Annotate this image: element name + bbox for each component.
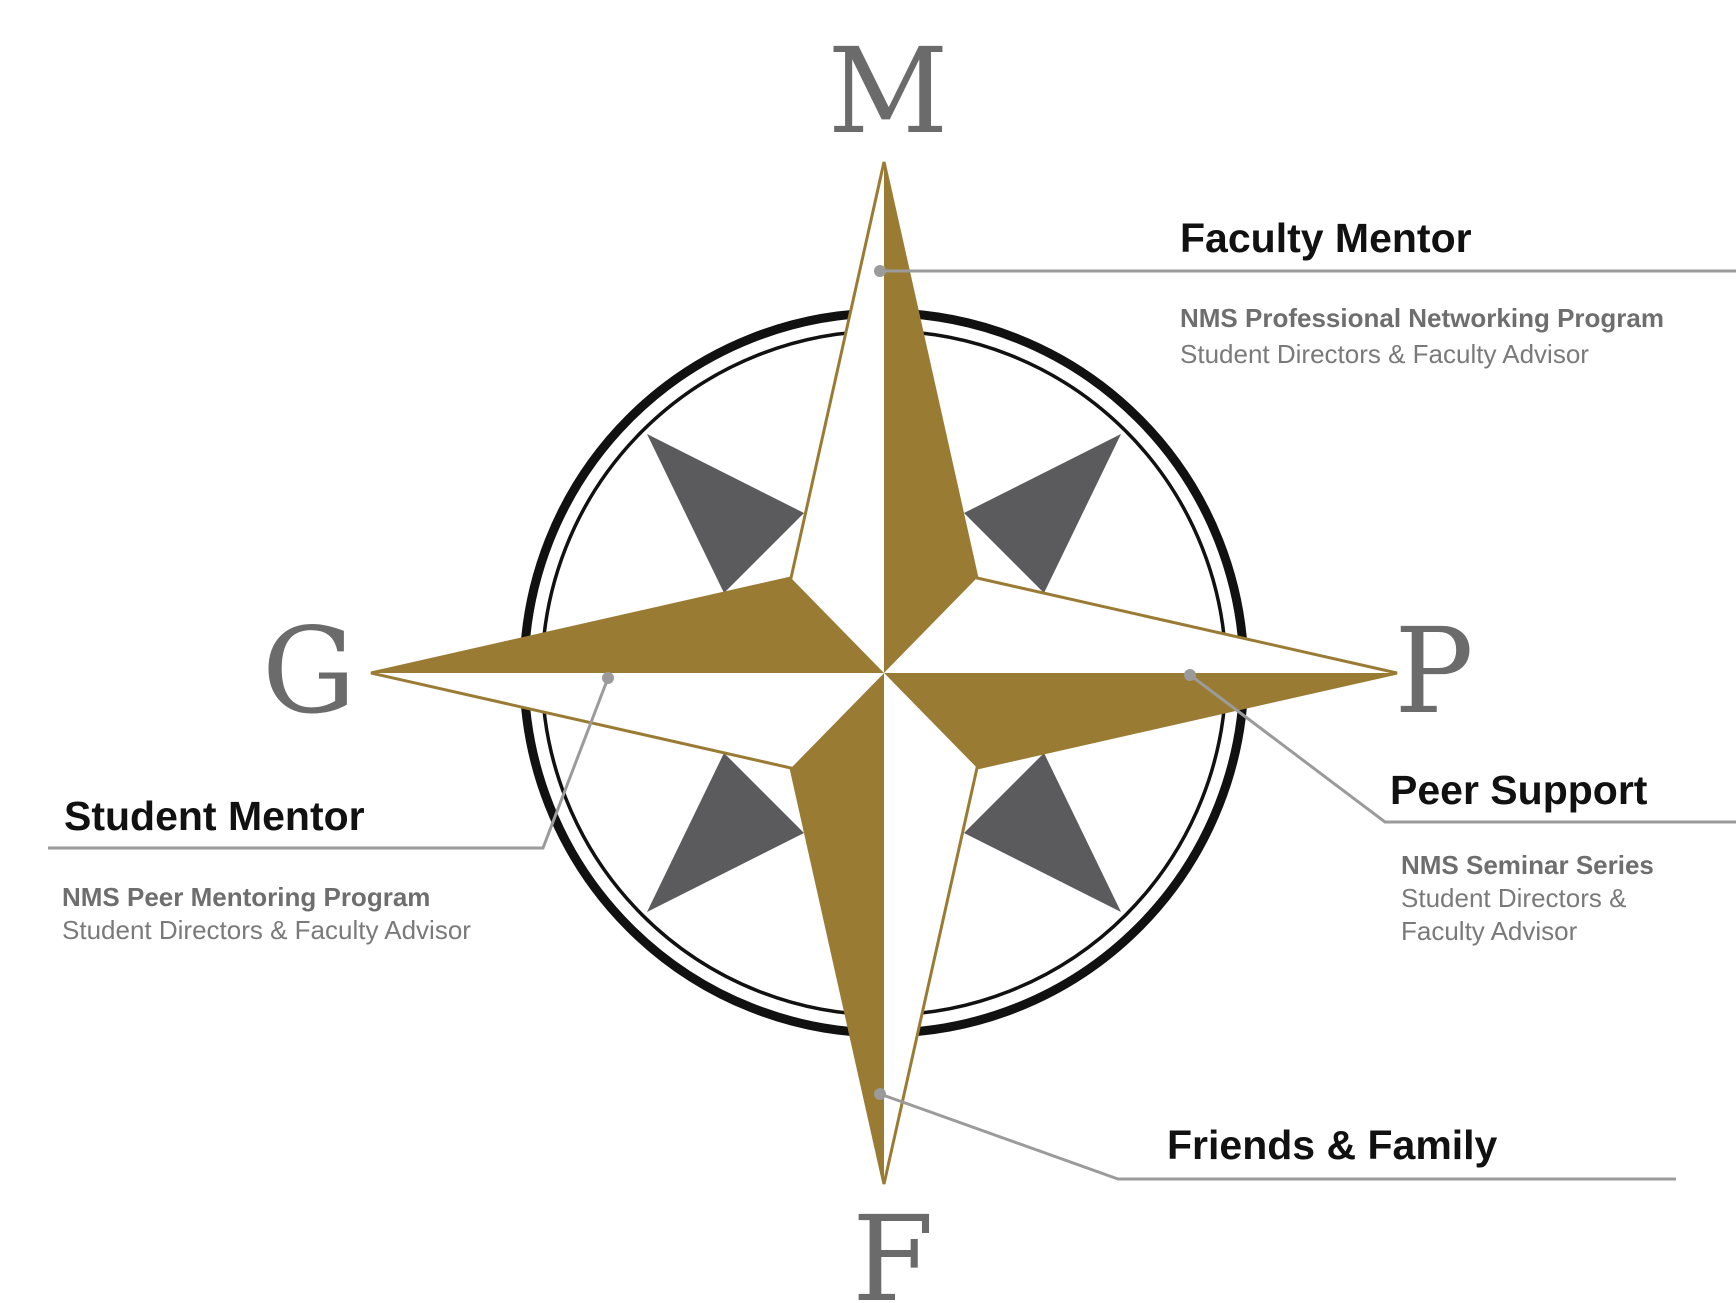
compass-letter-f: F xyxy=(852,1190,934,1303)
peer-support-subtitle-line2: Faculty Advisor xyxy=(1401,916,1578,946)
faculty-mentor-title: Faculty Mentor xyxy=(1180,215,1472,261)
peer-support-anchor-dot xyxy=(1184,669,1196,681)
compass-point-north-white xyxy=(791,162,884,673)
compass-point-east-white xyxy=(884,578,1397,673)
student-mentor-leader-line xyxy=(48,677,610,850)
compass-point-east-gold xyxy=(884,673,1397,768)
peer-support-program: NMS Seminar Series xyxy=(1401,850,1654,880)
peer-support-leader-line xyxy=(1189,673,1736,824)
friends-family-leader-line xyxy=(879,1092,1676,1181)
compass-point-nw xyxy=(647,434,804,593)
compass-point-se xyxy=(964,753,1121,912)
compass-point-south-gold xyxy=(791,673,884,1184)
student-mentor-title: Student Mentor xyxy=(64,793,365,839)
compass-letter-m: M xyxy=(828,22,949,160)
compass-point-west-white xyxy=(371,673,884,768)
faculty-mentor-program: NMS Professional Networking Program xyxy=(1180,303,1664,333)
compass-letter-p: P xyxy=(1394,602,1473,740)
faculty-mentor-subtitle: Student Directors & Faculty Advisor xyxy=(1180,339,1589,369)
friends-family-anchor-dot xyxy=(874,1088,886,1100)
compass-star-outline xyxy=(370,161,1398,1185)
compass-point-north-gold xyxy=(884,162,977,673)
friends-family-title: Friends & Family xyxy=(1167,1122,1498,1168)
compass-point-south-white xyxy=(884,673,977,1184)
faculty-mentor-anchor-dot xyxy=(874,265,886,277)
peer-support-title: Peer Support xyxy=(1390,767,1648,813)
student-mentor-program: NMS Peer Mentoring Program xyxy=(62,882,431,912)
compass-letter-g: G xyxy=(262,602,356,740)
compass-point-west-gold xyxy=(371,578,884,673)
student-mentor-subtitle: Student Directors & Faculty Advisor xyxy=(62,915,471,945)
compass-point-ne xyxy=(964,434,1121,593)
student-mentor-anchor-dot xyxy=(602,672,614,684)
peer-support-subtitle-line1: Student Directors & xyxy=(1401,883,1627,913)
compass-point-sw xyxy=(647,753,804,912)
